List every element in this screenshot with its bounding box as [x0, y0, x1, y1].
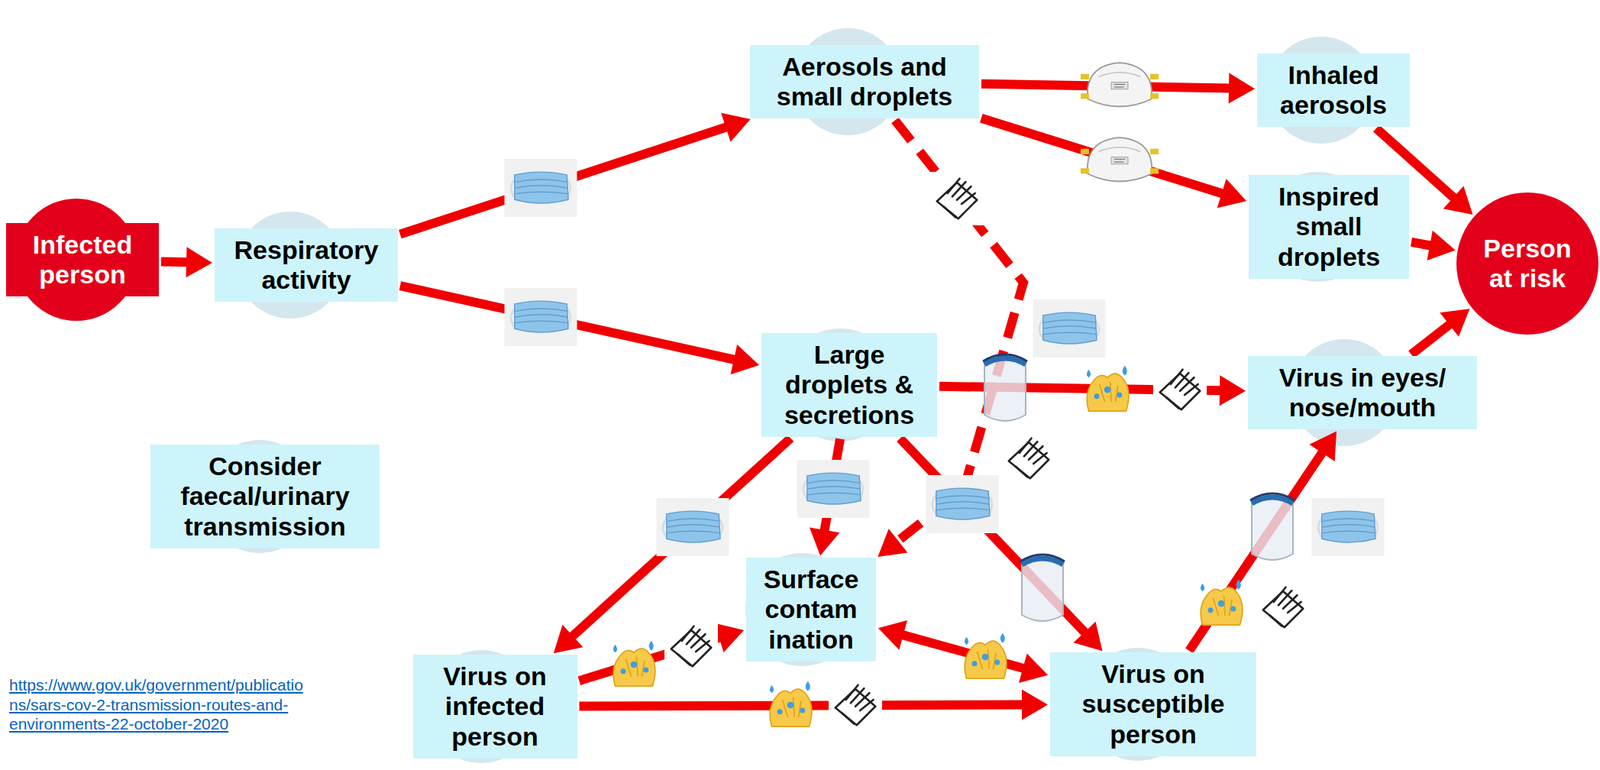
handwash-icon	[1200, 579, 1243, 626]
arrow-head	[1439, 308, 1470, 337]
surgical-mask-icon	[926, 475, 999, 534]
arrow-line	[1411, 323, 1451, 355]
node-label: Inhaled aerosols	[1266, 60, 1401, 120]
handwash-icon	[769, 681, 812, 728]
arrow-line	[981, 118, 1224, 194]
face-shield-icon	[1250, 493, 1295, 560]
process-box: Aerosols and small droplets	[749, 45, 980, 119]
arrow-line	[1189, 451, 1323, 651]
arrow-connector	[878, 620, 1048, 683]
node-label: Surface contam ination	[755, 564, 867, 654]
respirator-icon	[1080, 62, 1159, 107]
arrow-connector	[579, 689, 1049, 721]
arrow-connector	[400, 113, 751, 235]
respirator-icon	[1080, 137, 1159, 182]
process-box: Respiratory activity	[214, 228, 398, 302]
process-box: Surface contam ination	[746, 557, 876, 661]
node-label: Consider faecal/urinary transmission	[159, 451, 371, 541]
process-box: Large droplets & secretions	[761, 332, 938, 437]
process-box: Virus on susceptible person	[1050, 652, 1257, 756]
arrow-connector	[981, 118, 1247, 208]
arrow-head	[730, 344, 760, 375]
node-label: Aerosols and small droplets	[759, 51, 970, 112]
surgical-mask-icon	[797, 459, 870, 518]
arrow-line	[400, 126, 728, 235]
process-box: Virus in eyes/ nose/mouth	[1247, 355, 1478, 430]
node-label: Person at risk	[1470, 233, 1585, 294]
arrow-head	[186, 246, 213, 278]
surgical-mask-icon	[504, 158, 578, 217]
wipe-icon	[664, 619, 718, 673]
wipe-icon	[1153, 362, 1207, 417]
node-label: Virus in eyes/ nose/mouth	[1257, 362, 1468, 423]
arrow-line	[400, 285, 736, 360]
arrow-head	[1443, 185, 1474, 215]
source-link: https://www.gov.uk/government/publicatio…	[9, 675, 304, 734]
node-label: Infected person	[15, 229, 150, 290]
surgical-mask-icon	[1033, 299, 1106, 358]
arrow-head	[553, 624, 584, 654]
handwash-icon	[613, 640, 656, 687]
node-label: Respiratory activity	[223, 235, 389, 295]
surgical-mask-icon	[1312, 497, 1385, 556]
arrow-head	[877, 528, 908, 557]
arrow-head	[1021, 689, 1048, 721]
process-box: Inspired small droplets	[1248, 174, 1410, 278]
arrow-head	[878, 620, 908, 650]
arrow-line	[161, 256, 188, 267]
process-box: Inhaled aerosols	[1257, 53, 1410, 127]
arrow-head	[1217, 178, 1247, 208]
arrow-head	[809, 527, 840, 556]
wipe-icon	[930, 171, 984, 226]
handwash-icon	[964, 633, 1007, 679]
arrow-head	[1219, 374, 1246, 406]
risk-circle: Person at risk	[1456, 192, 1599, 335]
face-shield-icon	[982, 354, 1028, 421]
arrow-connector	[161, 246, 213, 278]
process-box: Virus on infected person	[413, 654, 578, 758]
arrow-head	[1018, 652, 1048, 683]
arrow-head	[1073, 621, 1103, 651]
arrow-connector	[1411, 230, 1456, 261]
surgical-mask-icon	[504, 287, 578, 346]
handwash-icon	[1086, 365, 1129, 412]
arrow-connector	[400, 285, 760, 375]
arrow-head	[1228, 73, 1255, 104]
arrow-head	[714, 623, 744, 653]
arrow-head	[1309, 431, 1337, 462]
node-label: Inspired small droplets	[1257, 181, 1400, 272]
arrow-line	[1411, 242, 1432, 246]
wipe-icon	[828, 678, 883, 732]
node-label: Virus on susceptible person	[1059, 659, 1248, 749]
arrow-head	[1427, 230, 1456, 261]
source-box: Infected person	[6, 223, 159, 297]
node-label: Virus on infected person	[422, 661, 569, 751]
surgical-mask-icon	[656, 497, 730, 556]
wipe-icon	[1002, 431, 1056, 485]
arrow-connector	[899, 438, 1103, 651]
face-shield-icon	[1020, 554, 1065, 621]
arrow-line	[899, 438, 1086, 634]
node-label: Large droplets & secretions	[770, 339, 928, 430]
wipe-icon	[1256, 580, 1310, 634]
arrow-connector	[1411, 308, 1471, 355]
arrow-head	[720, 113, 751, 143]
arrow-connector	[578, 623, 744, 681]
process-box: Consider faecal/urinary transmission	[150, 444, 380, 548]
